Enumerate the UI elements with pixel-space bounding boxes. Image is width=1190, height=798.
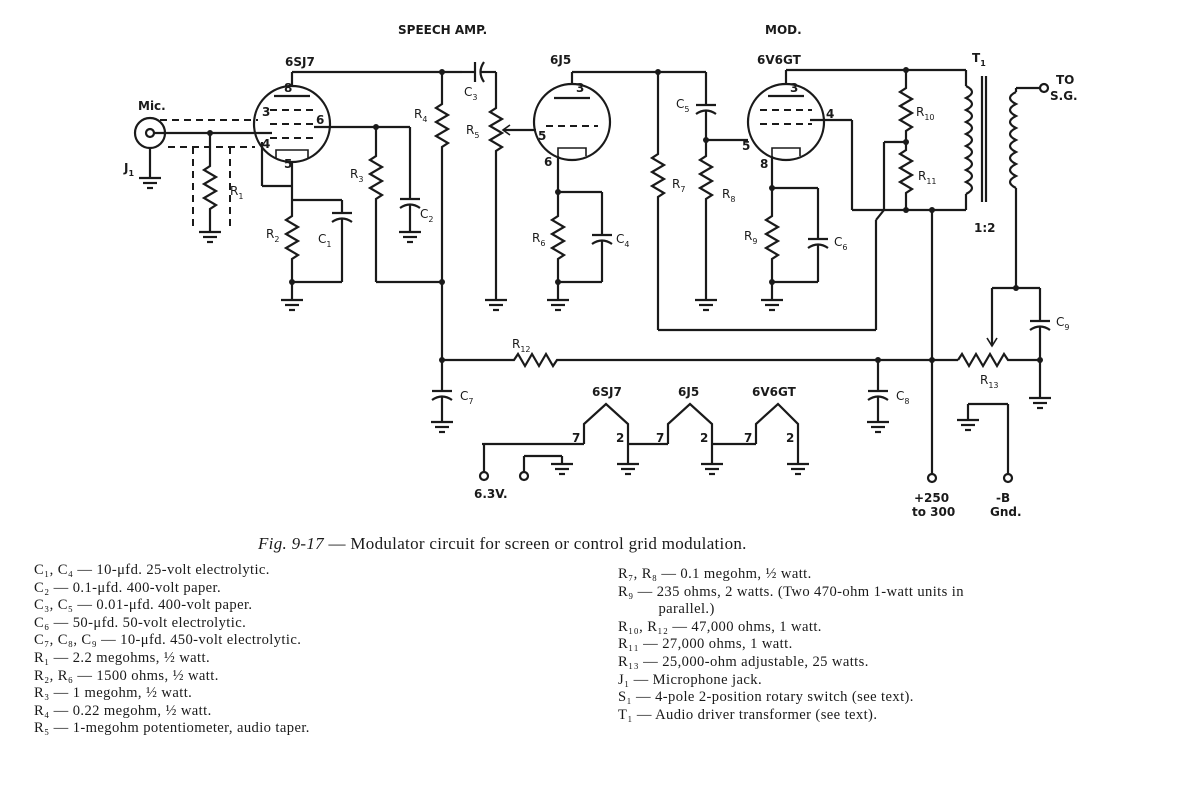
r1-label: R1	[230, 184, 243, 201]
sg-label: S.G.	[1050, 89, 1078, 103]
parts-list-item: R₃ — 1 megohm, ½ watt.	[34, 685, 193, 702]
r7-label: R7	[672, 177, 685, 194]
pin-label: 6	[544, 155, 552, 169]
c6-label: C6	[834, 235, 847, 252]
parts-list-item: R₇, R₈ — 0.1 megohm, ½ watt.	[618, 566, 812, 582]
r9-label: R9	[744, 229, 757, 246]
bminus-terminal-icon	[1002, 472, 1014, 484]
c5-label: C5	[676, 97, 689, 114]
parts-list-item: R₁₁ — 27,000 ohms, 1 watt.	[618, 636, 793, 653]
parts-list-right: R₇, R₈ — 0.1 megohm, ½ watt. R₉ — 235 oh…	[618, 566, 1178, 724]
parts-list-item: R₁ — 2.2 megohms, ½ watt.	[34, 649, 211, 666]
r5-label: R5	[466, 123, 479, 140]
heater-terminal-icon	[478, 470, 490, 482]
pin-label: 5	[742, 139, 750, 153]
pin-label: 4	[826, 107, 834, 121]
tube-label-6sj7: 6SJ7	[285, 55, 315, 69]
r11-label: R11	[918, 169, 937, 186]
heading-mod: MOD.	[765, 23, 802, 37]
c1-label: C1	[318, 232, 331, 249]
figure-number: Fig. 9-17	[258, 534, 324, 553]
heater-tube-label: 6V6GT	[752, 385, 797, 399]
parts-list-item: R₄ — 0.22 megohm, ½ watt.	[34, 702, 212, 719]
parts-list-left: C₁, C₄ — 10-μfd. 25-volt electrolytic. C…	[34, 562, 594, 738]
heater-tube-label: 6SJ7	[592, 385, 622, 399]
r4-label: R4	[414, 107, 427, 124]
c4-label: C4	[616, 232, 629, 249]
bminus-label-1: -B	[996, 491, 1010, 505]
parts-list-item: R₅ — 1-megohm potentiometer, audio taper…	[34, 720, 310, 737]
bplus-terminal-icon	[926, 472, 938, 484]
pin-label: 2	[700, 431, 708, 445]
parts-list-item: R₁₃ — 25,000-ohm adjustable, 25 watts.	[618, 653, 869, 670]
pin-label: 6	[316, 113, 324, 127]
parts-list-item: C₇, C₈, C₉ — 10-μfd. 450-volt electrolyt…	[34, 632, 302, 649]
pin-label: 3	[790, 81, 798, 95]
bplus-label-1: +250	[914, 491, 949, 505]
r13-label: R13	[980, 373, 999, 390]
parts-list-item: C₃, C₅ — 0.01-μfd. 400-volt paper.	[34, 597, 253, 614]
figure-caption: Fig. 9-17 — Modulator circuit for screen…	[258, 534, 1018, 554]
parts-list-item: C₁, C₄ — 10-μfd. 25-volt electrolytic.	[34, 562, 270, 578]
tube-6v6gt-icon	[746, 82, 826, 162]
c9-label: C9	[1056, 315, 1069, 332]
pin-label: 2	[786, 431, 794, 445]
pin-label: 7	[656, 431, 664, 445]
parts-list-item: S₁ — 4-pole 2-position rotary switch (se…	[618, 689, 914, 706]
pin-label: 3	[262, 105, 270, 119]
caption-text: — Modulator circuit for screen or contro…	[323, 534, 747, 553]
schematic-diagram: SPEECH AMP. MOD. 6SJ7 6J5 6V6GT Mic. J1 …	[123, 23, 1078, 519]
pin-label: 5	[538, 129, 546, 143]
pin-label: 8	[760, 157, 768, 171]
pin-label: 2	[616, 431, 624, 445]
heater-voltage-label: 6.3V.	[474, 487, 508, 501]
bplus-label-2: to 300	[912, 505, 955, 519]
parts-list-item: R₉ — 235 ohms, 2 watts. (Two 470-ohm 1-w…	[618, 583, 964, 600]
pin-label: 7	[572, 431, 580, 445]
microphone-jack-icon	[133, 116, 167, 190]
pin-label: 8	[284, 81, 292, 95]
r3-label: R3	[350, 167, 363, 184]
r6-label: R6	[532, 231, 545, 248]
heater-terminal-icon	[518, 470, 530, 482]
r8-label: R8	[722, 187, 735, 204]
parts-list-item: J₁ — Microphone jack.	[618, 671, 762, 688]
parts-list-item: R₂, R₆ — 1500 ohms, ½ watt.	[34, 667, 219, 684]
parts-list-item: C₆ — 50-μfd. 50-volt electrolytic.	[34, 614, 247, 631]
r12-label: R12	[512, 337, 531, 354]
transformer-t1-icon	[963, 70, 1050, 288]
j1-label: J1	[123, 161, 134, 178]
bminus-label-2: Gnd.	[990, 505, 1022, 519]
c7-label: C7	[460, 389, 473, 406]
tube-label-6v6gt: 6V6GT	[757, 53, 802, 67]
pin-label: 3	[576, 81, 584, 95]
parts-list-item: parallel.)	[618, 601, 715, 618]
c2-label: C2	[420, 207, 433, 224]
pin-label: 4	[262, 137, 270, 151]
t1-label: T1	[972, 51, 986, 68]
tube-label-6j5: 6J5	[550, 53, 571, 67]
pin-label: 7	[744, 431, 752, 445]
heater-tube-label: 6J5	[678, 385, 699, 399]
tube-6j5-icon	[532, 82, 612, 162]
transformer-ratio: 1:2	[974, 221, 996, 235]
c3-label: C3	[464, 85, 477, 102]
r10-label: R10	[916, 105, 935, 122]
r2-label: R2	[266, 227, 279, 244]
parts-list-item: C₂ — 0.1-μfd. 400-volt paper.	[34, 579, 222, 596]
heading-speech-amp: SPEECH AMP.	[398, 23, 487, 37]
c8-label: C8	[896, 389, 909, 406]
to-label: TO	[1056, 73, 1074, 87]
parts-list-item: T₁ — Audio driver transformer (see text)…	[618, 706, 878, 723]
pin-label: 5	[284, 157, 292, 171]
parts-list-item: R₁₀, R₁₂ — 47,000 ohms, 1 watt.	[618, 618, 822, 635]
mic-label: Mic.	[138, 99, 166, 113]
